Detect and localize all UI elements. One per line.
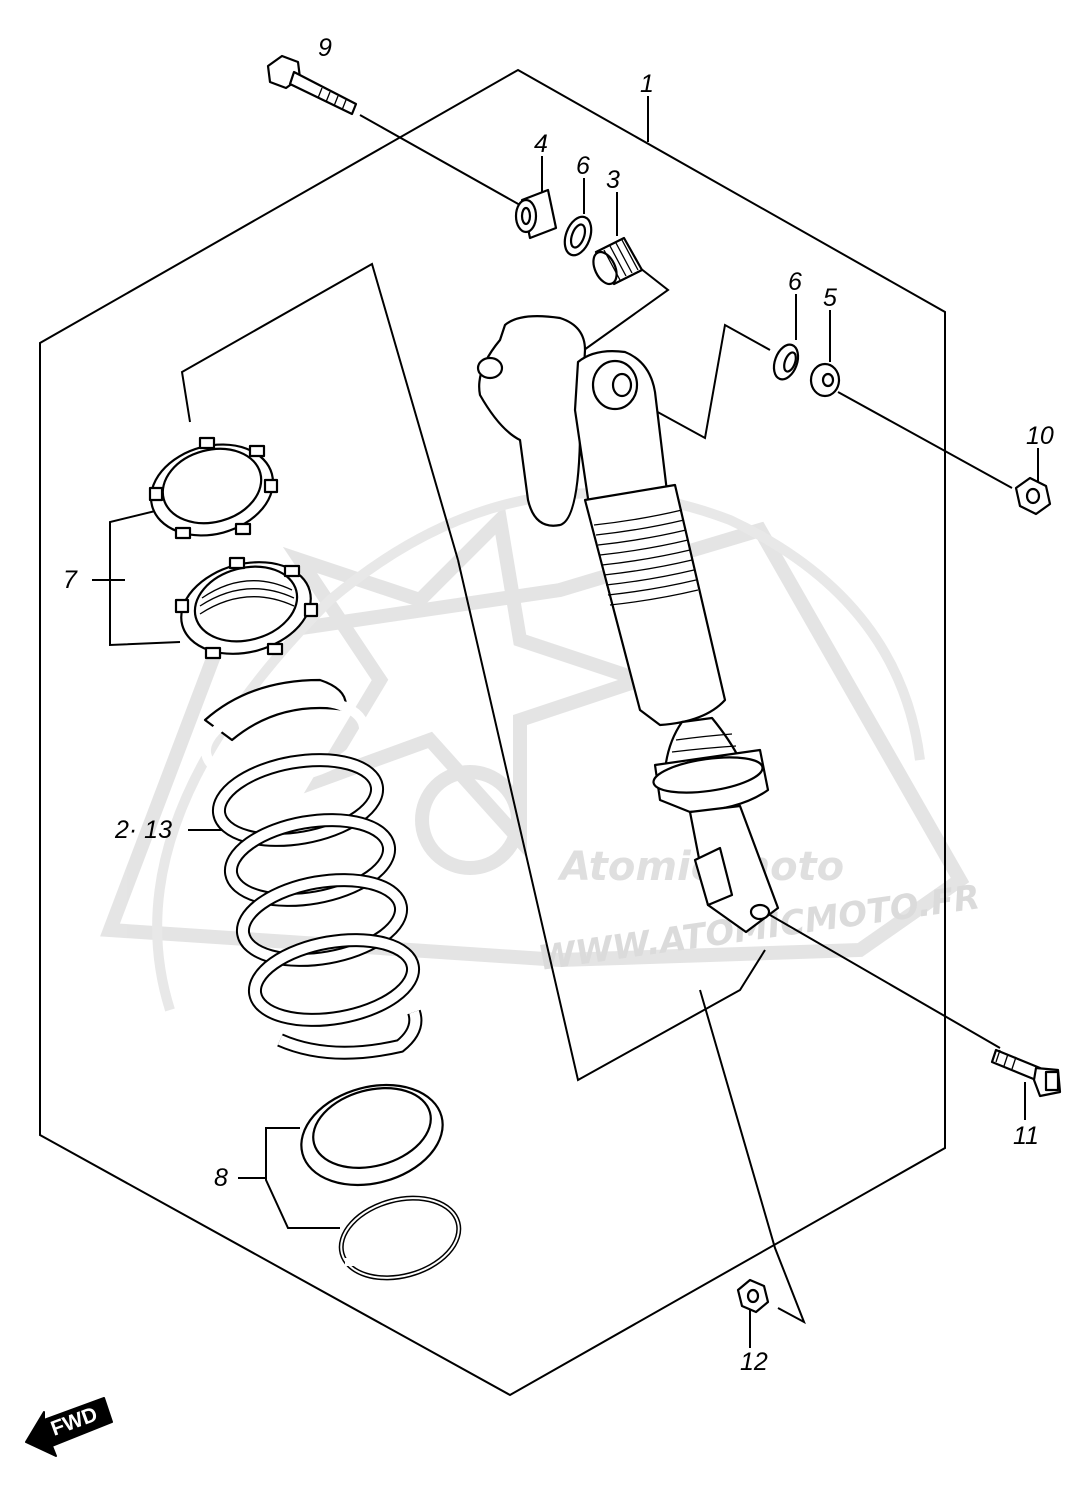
coil-spring (200, 678, 423, 1060)
leader-lines (92, 96, 1039, 1348)
label-part-6-lower: 6 (788, 268, 802, 296)
label-part-10: 10 (1026, 422, 1054, 450)
forward-direction-arrow: FWD (25, 1397, 113, 1457)
assembly-outline (39, 68, 946, 1397)
label-part-5: 5 (823, 284, 837, 312)
label-part-6-upper: 6 (576, 152, 590, 180)
upper-mounting-bolt (266, 54, 358, 116)
label-part-1: 1 (640, 70, 654, 98)
label-part-8: 8 (214, 1164, 228, 1192)
oil-seal-upper (563, 215, 593, 257)
bushing (514, 188, 558, 240)
label-part-11: 11 (1013, 1122, 1039, 1150)
label-part-4: 4 (534, 130, 548, 158)
lower-nut (736, 1278, 770, 1314)
shock-absorber (476, 315, 780, 934)
oil-seal-lower (772, 343, 800, 381)
circlip (338, 1195, 462, 1281)
needle-bearing (592, 236, 644, 286)
lower-mounting-bolt (990, 1048, 1062, 1098)
washer (809, 362, 841, 398)
part-labels: 1 2· 13 3 4 5 6 6 7 8 9 10 11 12 (63, 34, 1054, 1376)
label-part-9: 9 (318, 34, 332, 62)
spring-lock-nut-upper (148, 436, 279, 540)
upper-nut (1014, 476, 1052, 516)
label-part-12: 12 (740, 1348, 768, 1376)
label-part-2-13: 2· 13 (114, 816, 172, 844)
label-part-7: 7 (63, 566, 78, 594)
spring-lock-nut-lower (174, 556, 319, 660)
label-part-3: 3 (606, 166, 620, 194)
spring-seat (300, 1083, 444, 1187)
